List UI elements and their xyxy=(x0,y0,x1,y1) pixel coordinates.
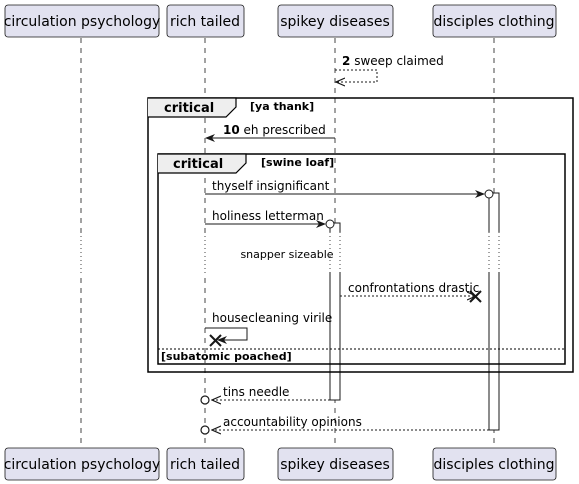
fragment-inner-keyword: critical xyxy=(173,157,223,172)
message-housecleaning-virile: housecleaning virile xyxy=(205,311,332,347)
participant-disciples-clothing-top: disciples clothing xyxy=(432,4,557,38)
fragment-outer-condition: [ya thank] xyxy=(250,100,314,113)
message-eh-prescribed: 10 eh prescribed xyxy=(205,123,335,142)
delay-label: snapper sizeable xyxy=(240,248,333,261)
message-tins-needle: tins needle xyxy=(200,385,330,405)
message-thyself-label: thyself insignificant xyxy=(212,179,330,193)
create-circle-icon xyxy=(325,219,335,229)
create-circle-icon xyxy=(484,189,494,199)
svg-text:disciples clothing: disciples clothing xyxy=(434,14,555,30)
fragment-outer-keyword: critical xyxy=(164,101,214,116)
message-eh-label: eh prescribed xyxy=(244,123,326,137)
message-holiness-letterman: holiness letterman xyxy=(205,209,335,229)
svg-text:10 eh prescribed: 10 eh prescribed xyxy=(223,123,326,137)
participant-spikey-diseases-bottom: spikey diseases xyxy=(277,447,394,481)
destroy-x-icon xyxy=(209,334,222,347)
activation-bar-spikey-diseases xyxy=(329,222,341,401)
participant-spikey-diseases-top: spikey diseases xyxy=(277,4,394,38)
participant-rich-tailed-bottom: rich tailed xyxy=(166,447,245,481)
message-housecleaning-label: housecleaning virile xyxy=(212,311,332,325)
svg-text:circulation psychology: circulation psychology xyxy=(4,14,161,30)
message-holiness-label: holiness letterman xyxy=(212,209,324,223)
message-sweep-label: sweep claimed xyxy=(354,54,444,68)
participant-rich-tailed-top: rich tailed xyxy=(166,4,245,38)
svg-text:circulation psychology: circulation psychology xyxy=(4,457,161,473)
message-accountability-opinions: accountability opinions xyxy=(200,415,489,435)
endpoint-circle-icon xyxy=(200,425,210,435)
fragment-inner-critical: critical [swine loaf] [subatomic poached… xyxy=(157,153,566,365)
delay-section: snapper sizeable xyxy=(70,232,510,272)
message-sweep-number: 2 xyxy=(342,54,350,68)
message-confrontations-drastic: confrontations drastic xyxy=(340,281,482,303)
activation-bar-disciples-clothing xyxy=(488,192,500,431)
svg-text:2 sweep claimed: 2 sweep claimed xyxy=(342,54,444,68)
participant-disciples-clothing-bottom: disciples clothing xyxy=(432,447,557,481)
message-tins-label: tins needle xyxy=(223,385,289,399)
participant-circulation-psychology-top: circulation psychology xyxy=(4,4,161,38)
svg-text:spikey diseases: spikey diseases xyxy=(280,14,390,30)
participant-circulation-psychology-bottom: circulation psychology xyxy=(4,447,161,481)
endpoint-circle-icon xyxy=(200,395,210,405)
message-sweep-claimed: 2 sweep claimed xyxy=(335,54,444,82)
fragment-inner-else-condition: [subatomic poached] xyxy=(161,350,292,363)
message-confrontations-label: confrontations drastic xyxy=(348,281,479,295)
fragment-outer-critical: critical [ya thank] xyxy=(147,97,574,373)
fragment-inner-condition: [swine loaf] xyxy=(261,156,334,169)
message-eh-number: 10 xyxy=(223,123,240,137)
destroy-x-icon xyxy=(469,290,482,303)
svg-text:disciples clothing: disciples clothing xyxy=(434,457,555,473)
message-thyself-insignificant: thyself insignificant xyxy=(205,179,494,199)
svg-text:rich tailed: rich tailed xyxy=(170,14,240,30)
svg-text:spikey diseases: spikey diseases xyxy=(280,457,390,473)
svg-text:rich tailed: rich tailed xyxy=(170,457,240,473)
message-accountability-label: accountability opinions xyxy=(223,415,362,429)
